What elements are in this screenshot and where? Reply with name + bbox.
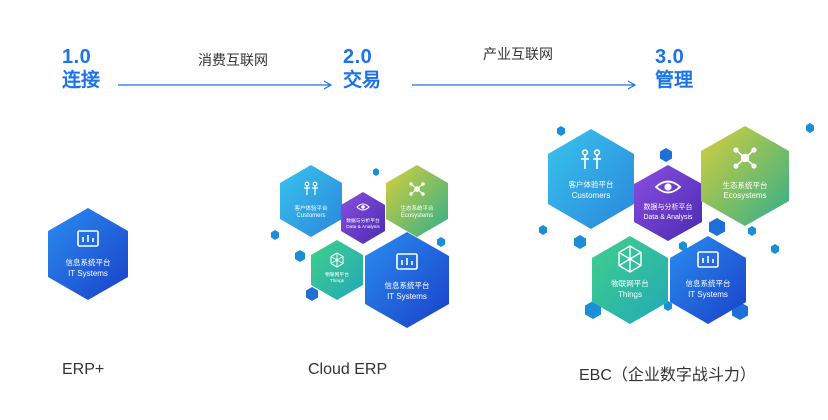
- product-label-ebc: EBC（企业数字战斗力）: [579, 367, 756, 384]
- stage-3-number: 3.0: [655, 46, 685, 68]
- people-icon: [581, 149, 601, 169]
- hex-it-cn: 信息系统平台: [385, 280, 430, 290]
- hex-it-en: IT Systems: [688, 290, 728, 299]
- hex-customers-cn: 客户体验平台: [569, 179, 614, 189]
- product-label-erp-plus: ERP+: [62, 361, 105, 378]
- hex-it-systems: 信息系统平台 IT Systems: [670, 236, 746, 324]
- hex-data-en: Data & Analysis: [643, 214, 693, 221]
- hex-customers: 客户体验平台 Customers: [280, 165, 342, 237]
- hex-it-systems: 信息系统平台 IT Systems: [365, 232, 449, 328]
- stage-1-heading: 1.0 连接: [62, 47, 100, 90]
- stage-1-cluster: 信息系统平台 IT Systems: [48, 208, 128, 300]
- hex-it-en: IT Systems: [387, 292, 427, 301]
- stage-2-cluster: 客户体验平台 Customers 数据与分析平台 Data & Analysis: [271, 165, 449, 328]
- stage-2-heading: 2.0 交易: [343, 47, 381, 90]
- cube-icon: [330, 252, 344, 268]
- hex-it-en: IT Systems: [68, 269, 108, 278]
- arrow-stage-2-to-3: [412, 80, 637, 90]
- hex-things-en: Things: [618, 290, 642, 299]
- arrow-stage-1-to-2: [118, 80, 333, 90]
- transition-label-industrial: 产业互联网: [483, 46, 553, 62]
- stage-3-heading: 3.0 管理: [655, 47, 693, 90]
- hex-things-cn: 物联网平台: [325, 271, 349, 278]
- hex-data-analysis: 数据与分析平台 Data & Analysis: [634, 165, 702, 241]
- network-icon: [733, 147, 757, 169]
- hex-customers-en: Customers: [296, 213, 325, 219]
- hex-customers: 客户体验平台 Customers: [548, 129, 634, 229]
- hex-data-en: Data & Analysis: [346, 224, 380, 230]
- bar-chart-icon: [77, 230, 99, 247]
- bar-chart-icon: [396, 253, 418, 270]
- eye-icon: [356, 203, 370, 211]
- bar-chart-icon: [697, 251, 719, 268]
- hex-eco-cn: 生态系统平台: [723, 180, 768, 190]
- eye-icon: [654, 180, 682, 194]
- hex-customers-cn: 客户体验平台: [294, 204, 328, 212]
- people-icon: [304, 181, 318, 195]
- stage-1-name: 连接: [62, 70, 101, 91]
- hex-eco-en: Ecosystems: [401, 213, 433, 219]
- hex-data-cn: 数据与分析平台: [346, 217, 380, 224]
- stage-3-cluster: 客户体验平台 Customers 数据与分析平台 Data & Analysis: [539, 123, 814, 324]
- stage-3-name: 管理: [655, 70, 694, 91]
- cube-icon: [618, 245, 642, 273]
- hex-data-analysis: 数据与分析平台 Data & Analysis: [341, 192, 385, 244]
- stage-2-number: 2.0: [343, 46, 373, 68]
- hex-things: 物联网平台 Things: [592, 236, 668, 324]
- product-label-cloud-erp: Cloud ERP: [308, 361, 388, 378]
- hex-things-cn: 物联网平台: [611, 278, 649, 288]
- hex-things: 物联网平台 Things: [311, 240, 363, 300]
- transition-label-consumer: 消费互联网: [198, 52, 268, 68]
- hex-it-cn: 信息系统平台: [66, 257, 111, 267]
- stage-2-name: 交易: [343, 70, 382, 91]
- hex-it-cn: 信息系统平台: [686, 278, 731, 288]
- hex-things-en: Things: [330, 278, 345, 284]
- hex-data-cn: 数据与分析平台: [644, 202, 693, 211]
- hex-eco-cn: 生态系统平台: [400, 204, 434, 212]
- hex-ecosystems: 生态系统平台 Ecosystems: [701, 126, 789, 226]
- hex-ecosystems: 生态系统平台 Ecosystems: [386, 165, 448, 237]
- hex-eco-en: Ecosystems: [723, 191, 766, 200]
- network-icon: [409, 182, 425, 196]
- hex-it-systems: 信息系统平台 IT Systems: [48, 208, 128, 300]
- hex-customers-en: Customers: [572, 191, 611, 200]
- stage-1-number: 1.0: [62, 46, 92, 68]
